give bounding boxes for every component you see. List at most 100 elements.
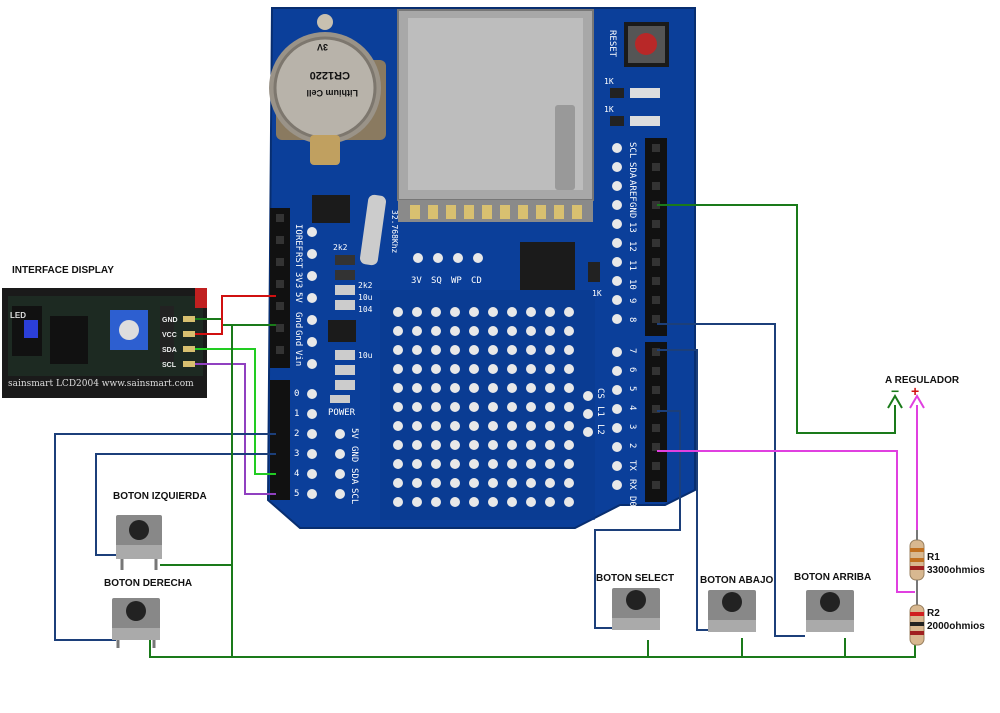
proto-hole [393, 345, 403, 355]
proto-hole [507, 402, 517, 412]
pin-3-label: 3 [627, 424, 637, 429]
pin-13-label: 13 [627, 222, 637, 233]
proto-hole [431, 402, 441, 412]
pin-gnd-top-label: GND [627, 202, 637, 218]
pin-2-label: 2 [627, 443, 637, 448]
proto-hole [450, 421, 460, 431]
r2-name-label: R2 [927, 608, 940, 619]
wire-pin8-arriba [657, 323, 805, 637]
proto-hole [469, 478, 479, 488]
proto-hole [450, 497, 460, 507]
boton-abajo-label: BOTON ABAJO [700, 575, 774, 586]
proto-hole [431, 307, 441, 317]
proto-hole [507, 326, 517, 336]
i2c-sda-label: SDA [349, 468, 359, 485]
led-l1-label: L1 [595, 406, 605, 417]
proto-hole [564, 440, 574, 450]
boton-izquierda [116, 515, 162, 570]
proto-hole [488, 478, 498, 488]
lcd-pin-vcc-label: VCC [162, 332, 177, 339]
pin-a2-label: 2 [294, 429, 299, 439]
proto-hole [488, 383, 498, 393]
boton-abajo [708, 590, 756, 632]
proto-hole [526, 459, 536, 469]
proto-hole [507, 421, 517, 431]
proto-hole [469, 326, 479, 336]
pin-ioref-label: IOREF [293, 224, 303, 251]
resistor-r1 [909, 530, 925, 605]
proto-hole [450, 478, 460, 488]
wire-derecha [54, 433, 276, 641]
proto-hole [393, 364, 403, 374]
battery-label-model: CR1220 [310, 69, 350, 81]
proto-hole [545, 383, 555, 393]
proto-hole [526, 402, 536, 412]
proto-hole [507, 497, 517, 507]
proto-hole [507, 307, 517, 317]
proto-hole [526, 440, 536, 450]
proto-hole [564, 364, 574, 374]
proto-hole [545, 440, 555, 450]
proto-hole [469, 364, 479, 374]
proto-hole [564, 383, 574, 393]
analog-header: 0 1 2 3 4 5 5V GND SDA SCL [270, 380, 359, 504]
proto-hole [545, 326, 555, 336]
power-label: POWER [328, 408, 356, 418]
proto-hole [431, 383, 441, 393]
proto-hole [393, 459, 403, 469]
boton-arriba [806, 590, 854, 632]
boton-select [612, 588, 660, 630]
proto-hole [564, 307, 574, 317]
pin-a1-label: 1 [294, 409, 299, 419]
pin-rx-label: RX [627, 479, 637, 490]
pin-6-label: 6 [627, 367, 637, 372]
proto-hole [412, 383, 422, 393]
wire-lcd-sda [195, 348, 276, 475]
pin-a4-label: 4 [294, 469, 299, 479]
proto-hole [507, 345, 517, 355]
pin-12-label: 12 [627, 241, 637, 252]
proto-hole [545, 421, 555, 431]
boton-derecha-label: BOTON DERECHA [104, 578, 192, 589]
reset-button: RESET [607, 22, 669, 67]
i2c-gnd-label: GND [349, 446, 359, 462]
proto-hole [393, 383, 403, 393]
lcd-led-label: LED [10, 311, 26, 320]
proto-hole [545, 307, 555, 317]
res-1k-label-mid: 1K [592, 289, 602, 298]
proto-hole [564, 421, 574, 431]
battery-label-cell: Lithium Cell [307, 88, 359, 98]
proto-hole [431, 364, 441, 374]
proto-hole [469, 497, 479, 507]
proto-hole [431, 440, 441, 450]
proto-hole [488, 421, 498, 431]
proto-hole [469, 383, 479, 393]
lcd-brand-label: sainsmart LCD2004 www.sainsmart.com [8, 379, 194, 389]
pin-5v-label: 5V [293, 292, 303, 303]
proto-hole [469, 459, 479, 469]
proto-hole [412, 459, 422, 469]
lcd-pin-gnd-label: GND [162, 317, 178, 324]
boton-derecha [112, 598, 160, 648]
rtc-wp-label: WP [451, 276, 462, 286]
proto-hole [393, 440, 403, 450]
pin-9-label: 9 [627, 298, 637, 303]
boton-izquierda-label: BOTON IZQUIERDA [113, 491, 207, 502]
boton-select-label: BOTON SELECT [596, 573, 674, 584]
proto-hole [488, 402, 498, 412]
proto-hole [431, 326, 441, 336]
proto-hole [431, 497, 441, 507]
interface-display-label: INTERFACE DISPLAY [12, 265, 114, 276]
lcd-i2c-module: LED GND VCC SDA SCL sainsmart LCD2004 ww… [2, 288, 207, 398]
led-pads: CS L1 L2 [583, 388, 605, 437]
lcd-pin-sda-label: SDA [162, 347, 177, 354]
battery-label-3v: 3V [317, 42, 328, 52]
rtc-sq-label: SQ [431, 276, 442, 286]
pin-4-label: 4 [627, 405, 637, 410]
proto-hole [450, 459, 460, 469]
proto-hole [431, 478, 441, 488]
prototyping-area [393, 307, 574, 507]
proto-hole [450, 440, 460, 450]
r1-name-label: R1 [927, 552, 940, 563]
status-leds: 1K 1K [604, 77, 660, 126]
